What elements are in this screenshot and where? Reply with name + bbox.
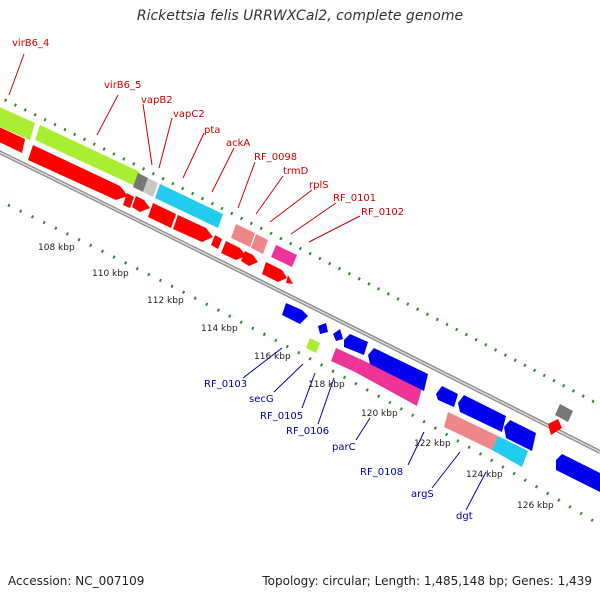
gene-label-acka[interactable]: ackA xyxy=(226,138,250,149)
kbp-label-110: 110 kbp xyxy=(92,269,129,279)
gene-red-1[interactable] xyxy=(0,125,25,153)
gene-label-vapb2[interactable]: vapB2 xyxy=(141,95,173,106)
gene-rf0105-small[interactable] xyxy=(333,329,343,341)
genome-backbone-highlight xyxy=(0,151,600,453)
gene-red-9[interactable] xyxy=(241,251,258,266)
gene-label-virb6-4[interactable]: virB6_4 xyxy=(12,38,49,49)
gene-vapb2-b[interactable] xyxy=(143,178,158,197)
gene-rplS[interactable] xyxy=(271,245,297,267)
gene-label-pta[interactable]: pta xyxy=(204,125,220,136)
gene-label-trmd[interactable]: trmD xyxy=(283,166,309,177)
gene-label-rf0103[interactable]: RF_0103 xyxy=(204,379,247,390)
gene-blue-4[interactable] xyxy=(436,386,458,407)
gene-parc[interactable] xyxy=(355,359,422,406)
gene-rf0098-b[interactable] xyxy=(251,234,268,254)
kbp-label-118: 118 kbp xyxy=(308,380,345,390)
gene-vapb2-a[interactable] xyxy=(133,173,148,192)
gene-trmd[interactable] xyxy=(221,241,246,260)
kbp-label-112: 112 kbp xyxy=(147,296,184,306)
kbp-label-120: 120 kbp xyxy=(361,409,398,419)
gene-label-rf0101[interactable]: RF_0101 xyxy=(333,193,376,204)
gene-rf0108[interactable] xyxy=(444,412,498,450)
gene-vapc2[interactable] xyxy=(155,184,223,228)
kbp-label-122: 122 kbp xyxy=(414,439,451,449)
kbp-label-116: 116 kbp xyxy=(254,352,291,362)
topology-text: Topology: circular; Length: 1,485,148 bp… xyxy=(262,574,592,588)
gene-rf0098-a[interactable] xyxy=(231,224,255,247)
gene-label-dgt[interactable]: dgt xyxy=(456,511,473,522)
gene-label-rf0098[interactable]: RF_0098 xyxy=(254,152,297,163)
gene-label-rf0106[interactable]: RF_0106 xyxy=(286,426,329,437)
gene-label-secg[interactable]: secG xyxy=(249,394,274,405)
gene-blue-2[interactable] xyxy=(344,334,368,355)
gene-label-virb6-5[interactable]: virB6_5 xyxy=(104,80,141,91)
bottom-leader-lines xyxy=(242,347,487,511)
gene-blue-1[interactable] xyxy=(282,303,308,324)
gene-rf0101[interactable] xyxy=(262,262,287,282)
gene-red-3[interactable] xyxy=(123,193,134,208)
gene-acka[interactable] xyxy=(173,215,213,242)
gene-blue-far[interactable] xyxy=(556,454,600,492)
gene-label-parc[interactable]: parC xyxy=(332,442,356,453)
gene-pta[interactable] xyxy=(148,203,176,228)
gene-rf0106[interactable] xyxy=(331,348,360,372)
gene-red-7[interactable] xyxy=(211,235,222,249)
gene-label-vapc2[interactable]: vapC2 xyxy=(173,109,205,120)
top-leader-lines xyxy=(8,53,361,243)
outer-tick-ring xyxy=(0,95,600,407)
kbp-label-124: 124 kbp xyxy=(466,470,503,480)
gene-rf0103[interactable] xyxy=(306,338,320,353)
kbp-label-108: 108 kbp xyxy=(38,243,75,253)
inner-tick-ring xyxy=(7,203,600,527)
map-title: Rickettsia felis URRWXCal2, complete gen… xyxy=(136,8,464,24)
gene-gray-far[interactable] xyxy=(555,404,573,422)
gene-blue-3[interactable] xyxy=(368,348,428,391)
gene-red-far[interactable] xyxy=(548,419,562,435)
gene-red-2[interactable] xyxy=(28,145,128,200)
gene-label-rf0105[interactable]: RF_0105 xyxy=(260,411,303,422)
gene-rf0102[interactable] xyxy=(286,275,293,284)
gene-virb6-5[interactable] xyxy=(35,125,140,186)
gene-args[interactable] xyxy=(492,436,528,467)
gene-label-args[interactable]: argS xyxy=(411,489,434,500)
gene-label-rpls[interactable]: rplS xyxy=(309,180,329,191)
gene-label-rf0108[interactable]: RF_0108 xyxy=(360,467,403,478)
gene-red-4[interactable] xyxy=(132,196,150,212)
gene-sec-small[interactable] xyxy=(318,323,328,334)
gene-label-rf0102[interactable]: RF_0102 xyxy=(361,207,404,218)
accession-text: Accession: NC_007109 xyxy=(8,574,145,588)
gene-dgt[interactable] xyxy=(504,420,536,451)
gene-virb6-4[interactable] xyxy=(0,105,35,140)
kbp-label-114: 114 kbp xyxy=(201,324,238,334)
gene-blue-5[interactable] xyxy=(458,395,506,432)
kbp-label-126: 126 kbp xyxy=(517,501,554,511)
